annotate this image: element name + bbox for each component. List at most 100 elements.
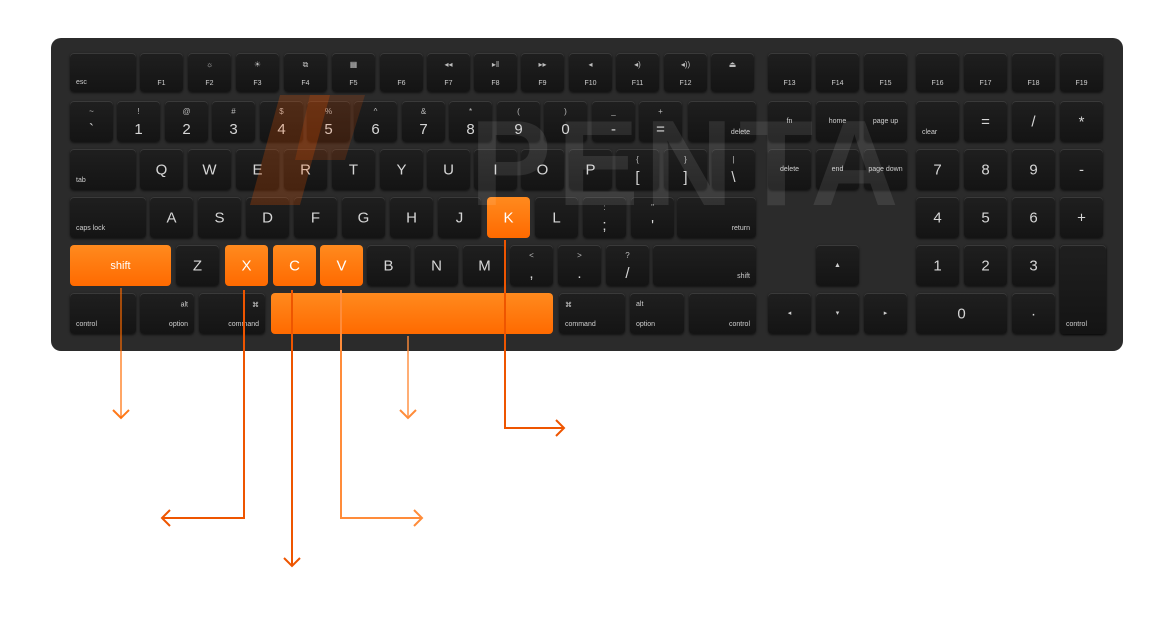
numpad-5[interactable]: 5	[964, 197, 1007, 238]
key-g[interactable]: G	[342, 197, 385, 238]
function-key-f13[interactable]: F13	[768, 53, 811, 92]
key-r[interactable]: R	[284, 149, 327, 190]
numpad-3[interactable]: 3	[1012, 245, 1055, 286]
function-key-f15[interactable]: F15	[864, 53, 907, 92]
key-6[interactable]: ^6	[354, 101, 397, 142]
function-key-f4[interactable]: ⧉F4	[284, 53, 327, 92]
function-key-f1[interactable]: F1	[140, 53, 183, 92]
key-d[interactable]: D	[246, 197, 289, 238]
numpad-control-key[interactable]: control	[1060, 245, 1106, 334]
key-comma[interactable]: <,	[510, 245, 553, 286]
function-key-f14[interactable]: F14	[816, 53, 859, 92]
arrow-down-key[interactable]: ▾	[816, 293, 859, 334]
numpad-plus[interactable]: +	[1060, 197, 1103, 238]
function-key-f9[interactable]: ▸▸F9	[521, 53, 564, 92]
function-key-f17[interactable]: F17	[964, 53, 1007, 92]
key-forward-delete[interactable]: delete	[768, 149, 811, 190]
function-key-f18[interactable]: F18	[1012, 53, 1055, 92]
function-key-f12[interactable]: ◂))F12	[664, 53, 707, 92]
key-3[interactable]: #3	[212, 101, 255, 142]
left-shift-key[interactable]: shift	[70, 245, 171, 286]
key-b[interactable]: B	[367, 245, 410, 286]
key-v[interactable]: V	[320, 245, 363, 286]
arrow-right-key[interactable]: ▸	[864, 293, 907, 334]
left-control-key[interactable]: control	[70, 293, 136, 334]
key-backslash[interactable]: |\	[712, 149, 755, 190]
key-7[interactable]: &7	[402, 101, 445, 142]
function-key-esc[interactable]: esc	[70, 53, 136, 92]
key-n[interactable]: N	[415, 245, 458, 286]
right-command-key[interactable]: ⌘command	[559, 293, 625, 334]
key-x[interactable]: X	[225, 245, 268, 286]
key-4[interactable]: $4	[260, 101, 303, 142]
key-z[interactable]: Z	[176, 245, 219, 286]
key-caps-lock[interactable]: caps lock	[70, 197, 146, 238]
key-semicolon[interactable]: :;	[583, 197, 626, 238]
function-key-f11[interactable]: ◂)F11	[616, 53, 659, 92]
key-page-up[interactable]: page up	[864, 101, 907, 142]
key-q[interactable]: Q	[140, 149, 183, 190]
function-key-f10[interactable]: ◂F10	[569, 53, 612, 92]
key-l[interactable]: L	[535, 197, 578, 238]
function-key-f6[interactable]: F6	[380, 53, 423, 92]
function-key-f16[interactable]: F16	[916, 53, 959, 92]
function-key-f5[interactable]: ▦F5	[332, 53, 375, 92]
key-m[interactable]: M	[463, 245, 506, 286]
left-command-key[interactable]: ⌘command	[199, 293, 265, 334]
key-slash[interactable]: ?/	[606, 245, 649, 286]
numpad-7[interactable]: 7	[916, 149, 959, 190]
return-key[interactable]: return	[677, 197, 756, 238]
key-k[interactable]: K	[487, 197, 530, 238]
numpad-4[interactable]: 4	[916, 197, 959, 238]
key-t[interactable]: T	[332, 149, 375, 190]
numpad-multiply[interactable]: *	[1060, 101, 1103, 142]
key-period[interactable]: >.	[558, 245, 601, 286]
key-fn[interactable]: fn	[768, 101, 811, 142]
key-delete[interactable]: delete	[688, 101, 756, 142]
key-quote[interactable]: "'	[631, 197, 674, 238]
key-f[interactable]: F	[294, 197, 337, 238]
key-9[interactable]: (9	[497, 101, 540, 142]
right-control-key[interactable]: control	[689, 293, 756, 334]
key-i[interactable]: I	[474, 149, 517, 190]
key-forward-page-down[interactable]: page down	[864, 149, 907, 190]
key-close-bracket[interactable]: }]	[664, 149, 707, 190]
key-sym[interactable]: +=	[639, 101, 682, 142]
key-o[interactable]: O	[521, 149, 564, 190]
right-shift-key[interactable]: shift	[653, 245, 756, 286]
key-y[interactable]: Y	[380, 149, 423, 190]
numpad-9[interactable]: 9	[1012, 149, 1055, 190]
key-sym[interactable]: _-	[592, 101, 635, 142]
key-j[interactable]: J	[438, 197, 481, 238]
key-c[interactable]: C	[273, 245, 316, 286]
key-tab[interactable]: tab	[70, 149, 136, 190]
numpad-1[interactable]: 1	[916, 245, 959, 286]
numpad-0[interactable]: 0	[916, 293, 1007, 334]
arrow-up-key[interactable]: ▲	[816, 245, 859, 286]
numpad-equals[interactable]: =	[964, 101, 1007, 142]
key-w[interactable]: W	[188, 149, 231, 190]
key-h[interactable]: H	[390, 197, 433, 238]
numpad-8[interactable]: 8	[964, 149, 1007, 190]
function-key-f7[interactable]: ◂◂F7	[427, 53, 470, 92]
key-p[interactable]: P	[569, 149, 612, 190]
key-open-bracket[interactable]: {[	[616, 149, 659, 190]
key-forward-end[interactable]: end	[816, 149, 859, 190]
key-backtick[interactable]: ~`	[70, 101, 113, 142]
function-key-f2[interactable]: ☼F2	[188, 53, 231, 92]
numpad-clear[interactable]: clear	[916, 101, 959, 142]
numpad-2[interactable]: 2	[964, 245, 1007, 286]
key-0[interactable]: )0	[544, 101, 587, 142]
key-5[interactable]: %5	[307, 101, 350, 142]
key-a[interactable]: A	[150, 197, 193, 238]
function-key-f19[interactable]: F19	[1060, 53, 1103, 92]
numpad-decimal[interactable]: ·	[1012, 293, 1055, 334]
arrow-left-key[interactable]: ◂	[768, 293, 811, 334]
numpad-divide[interactable]: /	[1012, 101, 1055, 142]
key-s[interactable]: S	[198, 197, 241, 238]
key-1[interactable]: !1	[117, 101, 160, 142]
numpad-6[interactable]: 6	[1012, 197, 1055, 238]
